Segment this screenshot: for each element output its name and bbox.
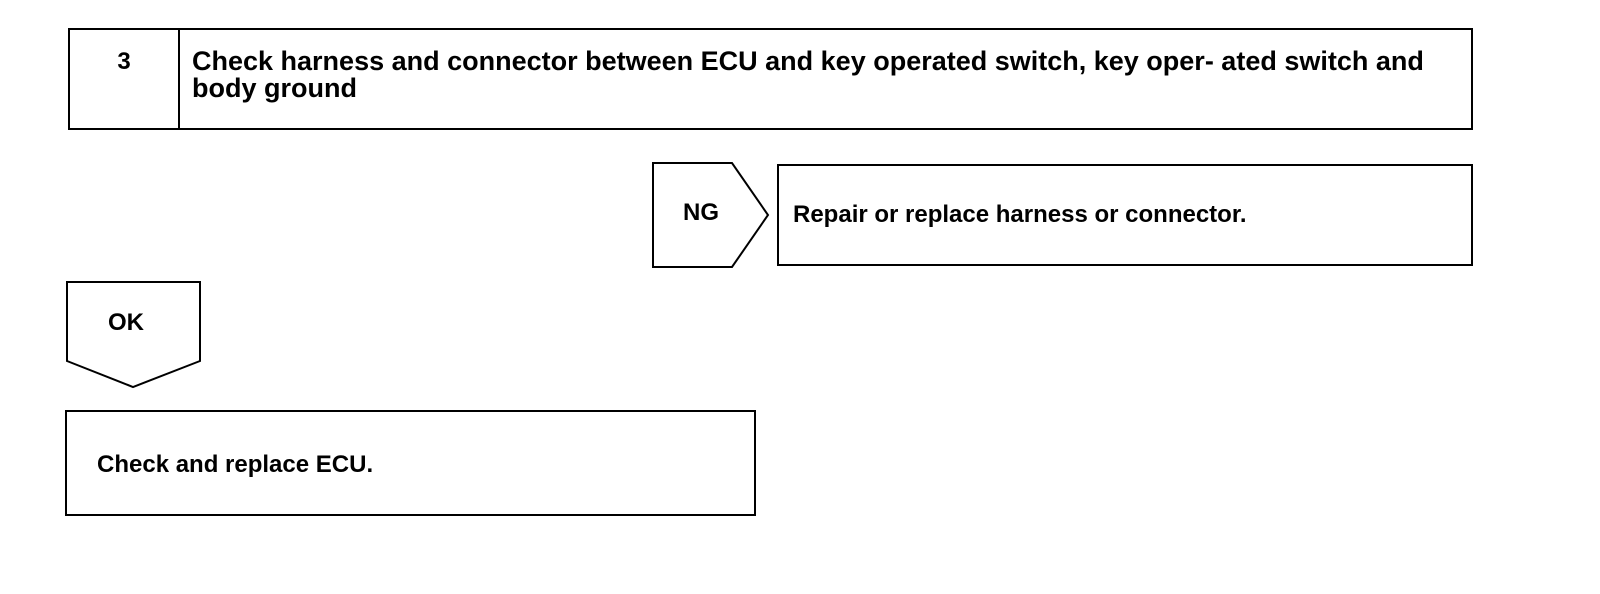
ng-label: NG (683, 199, 719, 226)
ng-arrow-shape (652, 162, 770, 268)
ok-arrow-shape (66, 281, 201, 389)
ok-label: OK (108, 309, 144, 336)
step-title: Check harness and connector between ECU … (192, 46, 1424, 103)
ok-result-text: Check and replace ECU. (97, 451, 374, 478)
step-number: 3 (117, 48, 131, 75)
ng-result-text: Repair or replace harness or connector. (793, 201, 1247, 228)
step-box: 3 Check harness and connector between EC… (68, 28, 1473, 130)
ng-result-box: Repair or replace harness or connector. (777, 164, 1473, 266)
ok-result-box: Check and replace ECU. (65, 410, 756, 516)
step-number-cell: 3 (70, 30, 180, 128)
